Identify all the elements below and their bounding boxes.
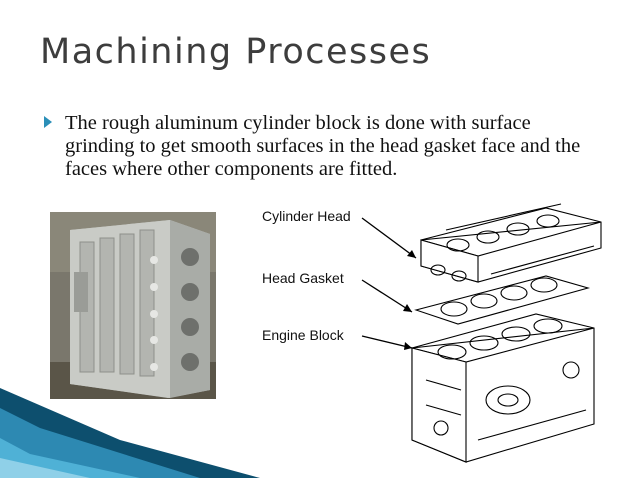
label-cylinder-head: Cylinder Head [262, 208, 351, 224]
engine-diagram-drawing: Cylinder Head Head Gasket Engine Block [262, 203, 602, 463]
bullet-text: The rough aluminum cylinder block is don… [65, 112, 581, 180]
cylinder-head-drawing [420, 203, 602, 283]
leader-line-cylinder-head [361, 217, 417, 259]
bullet-arrow-icon [44, 116, 52, 128]
label-engine-block: Engine Block [262, 327, 345, 343]
arrowhead-icon [407, 250, 416, 258]
engine-block-photo [50, 212, 217, 399]
arrowhead-icon [404, 342, 412, 350]
engine-block-photo-image [50, 212, 217, 399]
engine-block-drawing [411, 313, 595, 463]
label-head-gasket: Head Gasket [262, 270, 344, 286]
engine-exploded-diagram: Cylinder Head Head Gasket Engine Block [216, 200, 634, 478]
arrowhead-icon [403, 304, 412, 312]
leader-line-head-gasket [361, 279, 413, 313]
decorative-wave [0, 388, 260, 478]
head-gasket-drawing [414, 275, 591, 325]
leader-line-engine-block [361, 335, 413, 349]
slide-title: Machining Processes [40, 32, 432, 72]
